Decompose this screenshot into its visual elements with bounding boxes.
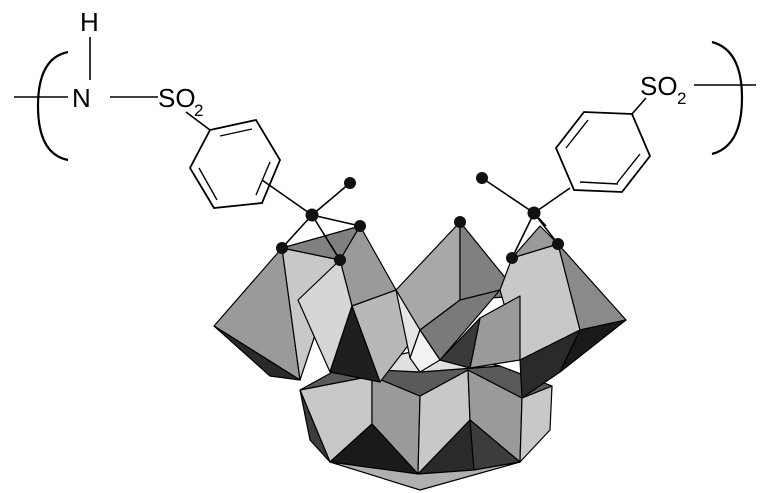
atom-vertex-2 (334, 254, 346, 266)
left-bracket (36, 50, 69, 162)
atom-center-right (527, 206, 541, 220)
left-ring-double-3 (198, 167, 218, 201)
nitrogen-label: N (72, 83, 91, 113)
linker-atoms (276, 172, 564, 266)
s-ring-bond-left (185, 111, 211, 131)
atom-vertex-1 (276, 242, 288, 254)
right-ring-to-cluster (533, 187, 571, 214)
right-ring-double-3 (579, 181, 619, 185)
right-benzene-ring (554, 111, 652, 193)
left-ring-double-1 (219, 128, 253, 137)
right-ring-double-2 (565, 119, 589, 149)
linker-bonds (281, 177, 559, 261)
sulfonyl-left-label: SO (158, 83, 196, 113)
atom-vertex-3 (354, 220, 366, 232)
atom-center-left (305, 208, 319, 222)
polyoxometalate-cluster (213, 221, 627, 491)
atom-top-left (344, 177, 356, 189)
sulfonyl-left-subscript: 2 (194, 101, 203, 120)
hydrogen-label: H (80, 7, 99, 37)
right-bracket (711, 40, 744, 156)
right-ring-double-1 (616, 153, 641, 184)
atom-vertex-6 (552, 238, 564, 250)
atom-top-right (476, 172, 488, 184)
atom-vertex-5 (506, 252, 518, 264)
left-ring-to-cluster (261, 179, 313, 216)
atom-vertex-4 (454, 216, 466, 228)
sulfonyl-right-label: SO (640, 71, 678, 101)
sulfonyl-right-subscript: 2 (677, 89, 686, 108)
left-benzene-ring (188, 118, 282, 209)
left-ring-double-2 (255, 161, 271, 196)
s-ring-bond-right (631, 97, 647, 115)
